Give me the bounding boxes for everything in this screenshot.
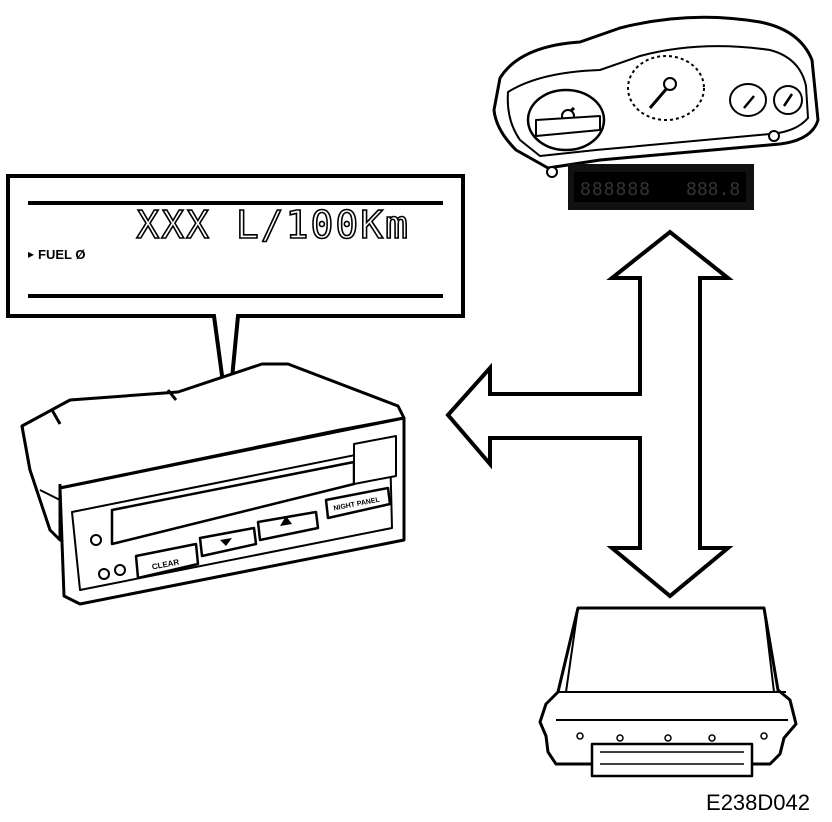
night-panel-button[interactable] [324,486,392,520]
clear-button[interactable] [134,542,200,580]
down-button[interactable] [198,526,258,558]
info-display-unit [20,362,406,606]
engine-control-module [538,606,798,778]
trip-segments: 888.8 [686,179,740,200]
arrow-down-icon [220,538,232,546]
up-button[interactable] [256,510,320,542]
arrow-up-icon [280,516,292,526]
display-callout: XXX L/100Km ▸ FUEL Ø [6,174,465,421]
odometer-segments: 888888 [580,179,651,200]
menu-marker-icon: ▸ [28,247,34,261]
instrument-cluster [492,15,820,178]
data-flow-arrow [445,229,734,599]
odometer-display: 888888 888.8 [568,164,754,210]
figure-code: E238D042 [706,790,810,815]
display-reading: XXX L/100Km [136,203,410,247]
menu-item-label: FUEL Ø [38,247,85,262]
